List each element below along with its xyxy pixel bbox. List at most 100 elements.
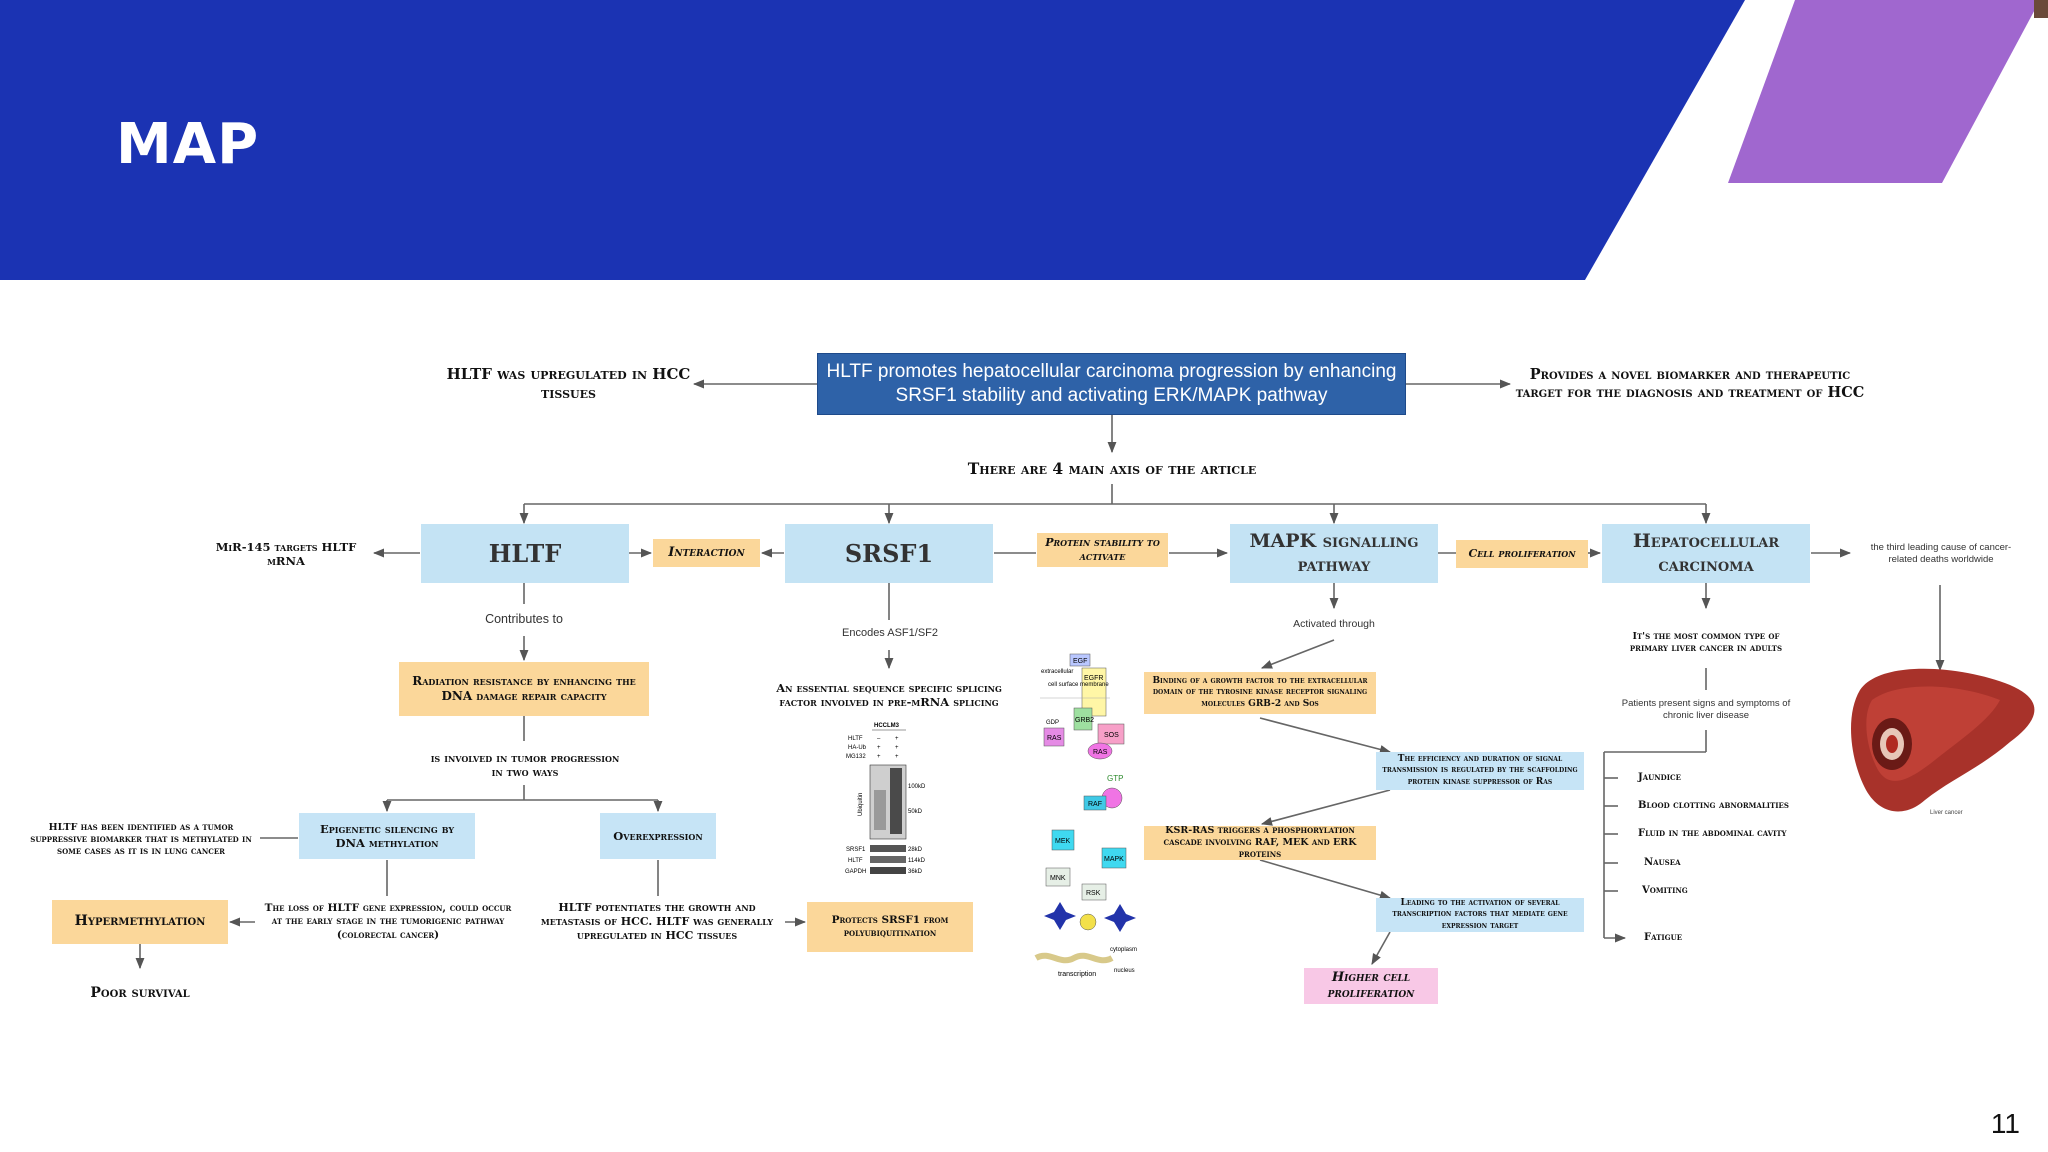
epigenetic-silencing-box: Epigenetic silencing by DNA methylation bbox=[299, 813, 475, 859]
gdp-label: GDP bbox=[1046, 720, 1059, 726]
ras-gtp-node bbox=[1087, 742, 1113, 760]
extracellular-label: extracellular bbox=[1041, 669, 1073, 675]
grb2-box bbox=[1073, 707, 1093, 731]
symptom-nausea: Nausea bbox=[1644, 856, 1681, 868]
hcc-cause-note: the third leading cause of cancer-relate… bbox=[1870, 542, 2012, 565]
ras-gdp-label: RAS bbox=[1047, 735, 1062, 742]
blot-c2-r2: + bbox=[895, 745, 899, 751]
accent-shape bbox=[1728, 0, 2040, 183]
slide-title: MAP bbox=[116, 112, 260, 177]
dna-strand bbox=[1034, 952, 1114, 964]
nucleus-label: nucleus bbox=[1114, 968, 1135, 974]
blot-row-label-3: MG132 bbox=[846, 754, 866, 760]
blot-c2-r1: + bbox=[895, 736, 899, 742]
blot-size-srsf1: 28kD bbox=[908, 847, 923, 853]
mapk-label: MAPK bbox=[1104, 856, 1124, 863]
ras-gdp-box bbox=[1043, 727, 1065, 747]
symptom-jaundice: Jaundice bbox=[1638, 771, 1681, 783]
mnk-label: MNK bbox=[1050, 875, 1066, 882]
raf-box bbox=[1083, 795, 1107, 811]
grb2-label: GRB2 bbox=[1075, 717, 1094, 724]
transcription-factors-box: Leading to the activation of several tra… bbox=[1376, 898, 1584, 932]
link-cell-proliferation: Cell proliferation bbox=[1456, 540, 1588, 568]
transcription-label: transcription bbox=[1058, 971, 1096, 978]
page-number: 11 bbox=[1990, 1108, 2020, 1139]
chronic-liver-note: Patients present signs and symptoms of c… bbox=[1621, 698, 1791, 721]
biomarker-note: Provides a novel biomarker and therapeut… bbox=[1515, 365, 1865, 401]
axes-heading: There are 4 main axis of the article bbox=[967, 459, 1257, 479]
egf-box bbox=[1069, 653, 1091, 667]
central-claim-box: HLTF promotes hepatocellular carcinoma p… bbox=[817, 353, 1406, 415]
tf-star-right bbox=[1104, 904, 1136, 932]
ras-gtp-label: RAS bbox=[1093, 749, 1108, 756]
blot-band-srsf1: SRSF1 bbox=[846, 847, 866, 853]
blot-band-gapdh: GAPDH bbox=[845, 869, 866, 875]
blot-row-label-2: HA-Ub bbox=[848, 745, 867, 751]
axis-srsf1: SRSF1 bbox=[785, 524, 993, 583]
hltf-upregulated-note: HLTF was upregulated in HCC tissues bbox=[446, 365, 691, 402]
axis-mapk-pathway: MAPK signalling pathway bbox=[1230, 524, 1438, 583]
symptom-fluid: Fluid in the abdominal cavity bbox=[1638, 827, 1787, 839]
radiation-resistance-box: Radiation resistance by enhancing the DN… bbox=[399, 662, 649, 716]
blot-size-hltf: 114kD bbox=[908, 858, 926, 864]
ksr-ras-cascade-box: KSR-RAS triggers a phosphorylation casca… bbox=[1144, 825, 1376, 860]
contributes-to-label: Contributes to bbox=[485, 612, 563, 627]
tumor-biomarker-note: HLTF has been identified as a tumor supp… bbox=[30, 822, 252, 857]
egf-label: EGF bbox=[1073, 658, 1087, 665]
blot-marker-50: 50kD bbox=[908, 809, 923, 815]
cytoplasm-label: cytoplasm bbox=[1110, 947, 1137, 953]
hypermethylation-box: Hypermethylation bbox=[52, 900, 228, 944]
rsk-box bbox=[1081, 883, 1107, 901]
potentiates-note: HLTF potentiates the growth and metastas… bbox=[540, 901, 774, 942]
blot-cell-line: HCCLM3 bbox=[874, 723, 900, 729]
mek-label: MEK bbox=[1055, 838, 1071, 845]
growth-factor-box: Binding of a growth factor to the extrac… bbox=[1144, 672, 1376, 714]
blot-c1-r1: – bbox=[877, 736, 881, 742]
egfr-receptor bbox=[1081, 667, 1107, 717]
protects-srsf1-box: Protects SRSF1 from polyubiquitination bbox=[807, 902, 973, 952]
two-ways-note: is involved in tumor progression in two … bbox=[430, 750, 620, 779]
blot-axis-label: Ubiquitin bbox=[858, 793, 864, 816]
hcc-common-note: It's the most common type of primary liv… bbox=[1629, 631, 1783, 654]
egfr-label: EGFR bbox=[1084, 675, 1103, 682]
link-interaction: Interaction bbox=[653, 539, 760, 567]
sos-box bbox=[1097, 723, 1125, 745]
poor-survival-note: Poor survival bbox=[90, 985, 190, 1002]
blot-marker-100: 100kD bbox=[908, 784, 926, 790]
blot-band-hltf: HLTF bbox=[848, 858, 863, 864]
symptom-fatigue: Fatigue bbox=[1644, 931, 1683, 943]
encodes-note: Encodes ASF1/SF2 bbox=[842, 627, 938, 640]
symptom-blood-clotting: Blood clotting abnormalities bbox=[1638, 799, 1789, 811]
connector-lines bbox=[135, 379, 1945, 970]
raf-label: RAF bbox=[1088, 801, 1102, 808]
western-blot-figure: HCCLM3 HLTF HA-Ub MG132 – + + + + + Ubiq… bbox=[845, 723, 926, 875]
mnk-box bbox=[1045, 867, 1071, 887]
mapk-pathway-figure: EGF EGFR extracellular cell surface memb… bbox=[1034, 653, 1137, 978]
blot-row-label-1: HLTF bbox=[848, 736, 863, 742]
corner-icon bbox=[2034, 0, 2048, 18]
mapk-box bbox=[1101, 847, 1127, 869]
gtp-label: GTP bbox=[1107, 774, 1123, 783]
tf-star-left bbox=[1044, 902, 1076, 930]
link-protein-stability: Protein stability to activate bbox=[1037, 533, 1168, 567]
rsk-label: RSK bbox=[1086, 890, 1101, 897]
mir145-note: MiR-145 targets HLTF mRNA bbox=[215, 539, 357, 568]
ksr-regulation-box: The efficiency and duration of signal tr… bbox=[1376, 752, 1584, 790]
axis-hltf: HLTF bbox=[421, 524, 629, 583]
higher-proliferation-box: Higher cell proliferation bbox=[1304, 968, 1438, 1004]
blot-c2-r3: + bbox=[895, 754, 899, 760]
overexpression-box: Overexpression bbox=[600, 813, 716, 859]
loss-expression-note: The loss of HLTF gene expression, could … bbox=[264, 902, 512, 941]
sos-label: SOS bbox=[1104, 732, 1119, 739]
blot-size-gapdh: 36kD bbox=[908, 869, 923, 875]
splicing-factor-note: An essential sequence specific splicing … bbox=[776, 680, 1002, 709]
mek-box bbox=[1051, 829, 1075, 851]
blot-c1-r2: + bbox=[877, 745, 881, 751]
symptom-vomiting: Vomiting bbox=[1642, 884, 1688, 896]
liver-label: Liver cancer bbox=[1930, 810, 1963, 816]
membrane-label: cell surface membrane bbox=[1048, 682, 1109, 688]
tf-circle bbox=[1079, 913, 1097, 931]
header-banner bbox=[0, 0, 1745, 280]
